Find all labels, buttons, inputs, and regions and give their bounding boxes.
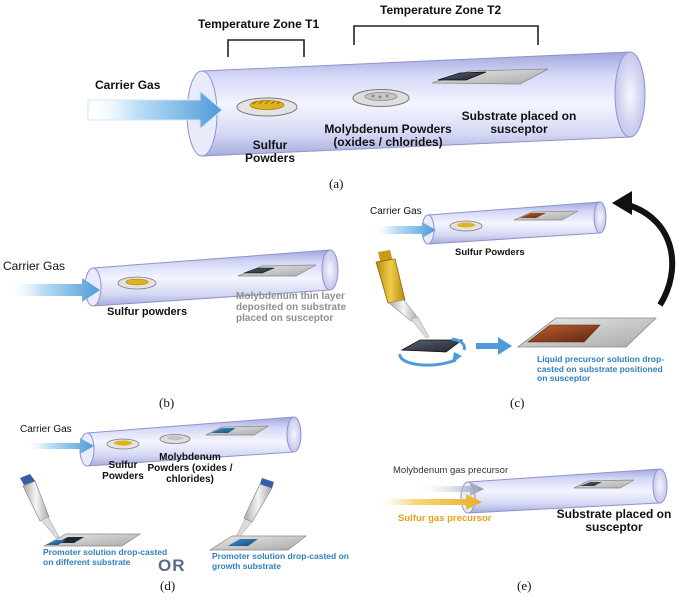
carrier-gas-arrow-d xyxy=(24,438,94,454)
caption-b: (b) xyxy=(159,395,175,410)
return-curved-arrow xyxy=(627,202,676,307)
substrate-susceptor-e xyxy=(573,479,635,489)
carrier-gas-arrow-b xyxy=(8,278,100,302)
zone-t1-bracket xyxy=(227,39,305,57)
carrier-gas-arrow-a xyxy=(87,89,223,131)
pipette-left-d xyxy=(20,474,60,539)
or-label-d: OR xyxy=(158,556,186,575)
panel-c xyxy=(372,191,676,367)
molybdenum-boat-a xyxy=(352,89,410,107)
panel-e xyxy=(370,468,668,514)
sulfur-boat-d xyxy=(106,438,140,450)
caption-a: (a) xyxy=(329,176,344,191)
sulfur-powders-label-b: Sulfur powders xyxy=(107,306,188,318)
sulfur-gas-arrow-e xyxy=(370,494,482,510)
mo-gas-label-e: Molybdenum gas precursor xyxy=(393,465,509,476)
promoter-diff-substrate-d xyxy=(43,533,142,547)
molybdenum-powders-label-d: Molybdenum Powders (oxides / chlorides) xyxy=(147,452,233,486)
spin-substrate-c xyxy=(398,337,466,367)
sulfur-boat-b xyxy=(117,276,157,290)
promoter-diff-label-d: Promoter solution drop-casted on differe… xyxy=(43,547,168,567)
transfer-arrow-c xyxy=(476,337,512,355)
substrate-label-e: Substrate placed on susceptor xyxy=(556,507,672,535)
mo-layer-substrate-b xyxy=(237,264,317,277)
mo-gas-arrow-e xyxy=(414,482,484,496)
carrier-gas-label-c: Carrier Gas xyxy=(370,206,422,217)
carrier-gas-label-a: Carrier Gas xyxy=(95,78,161,92)
substrate-susceptor-a xyxy=(431,68,549,85)
drop-cast-substrate-c xyxy=(516,317,657,348)
zone-t2-bracket xyxy=(353,25,539,45)
liquid-precursor-label-c: Liquid precursor solution drop- casted o… xyxy=(537,354,665,384)
sulfur-boat-a xyxy=(236,97,298,117)
caption-c: (c) xyxy=(510,395,525,410)
pipette-c xyxy=(375,250,430,339)
zone-t2-label: Temperature Zone T2 xyxy=(380,3,502,17)
mo-layer-label-b: Molybdenum thin layer deposited on subst… xyxy=(236,291,347,325)
caption-d: (d) xyxy=(160,578,176,593)
substrate-red-in-tube-c xyxy=(513,210,579,221)
panel-a xyxy=(87,25,646,157)
zone-t1-label: Temperature Zone T1 xyxy=(198,17,320,31)
carrier-gas-label-d: Carrier Gas xyxy=(20,424,72,435)
panel-b xyxy=(8,249,339,307)
promoter-growth-substrate-d xyxy=(208,535,308,551)
molybdenum-boat-d xyxy=(159,434,191,444)
molybdenum-powders-label-a: Molybdenum Powders (oxides / chlorides) xyxy=(324,122,452,150)
panel-d xyxy=(20,416,308,551)
promoter-growth-label-d: Promoter solution drop-casted on growth … xyxy=(212,551,349,571)
sulfur-gas-label-e: Sulfur gas precursor xyxy=(398,513,492,524)
sulfur-powders-label-d: Sulfur Powders xyxy=(102,460,144,483)
sulfur-boat-c xyxy=(449,220,483,232)
sulfur-powders-label-a: Sulfur Powders xyxy=(244,138,295,166)
carrier-gas-label-b: Carrier Gas xyxy=(3,259,66,273)
pipette-right-d xyxy=(234,478,274,541)
furnace-tube-b xyxy=(84,249,339,307)
substrate-label-a: Substrate placed on susceptor xyxy=(461,109,577,137)
substrate-blue-in-tube-d xyxy=(205,425,270,436)
caption-e: (e) xyxy=(517,578,532,593)
sulfur-powders-label-c: Sulfur Powders xyxy=(455,247,525,258)
carrier-gas-arrow-c xyxy=(372,222,436,238)
furnace-tube-c xyxy=(421,201,607,245)
